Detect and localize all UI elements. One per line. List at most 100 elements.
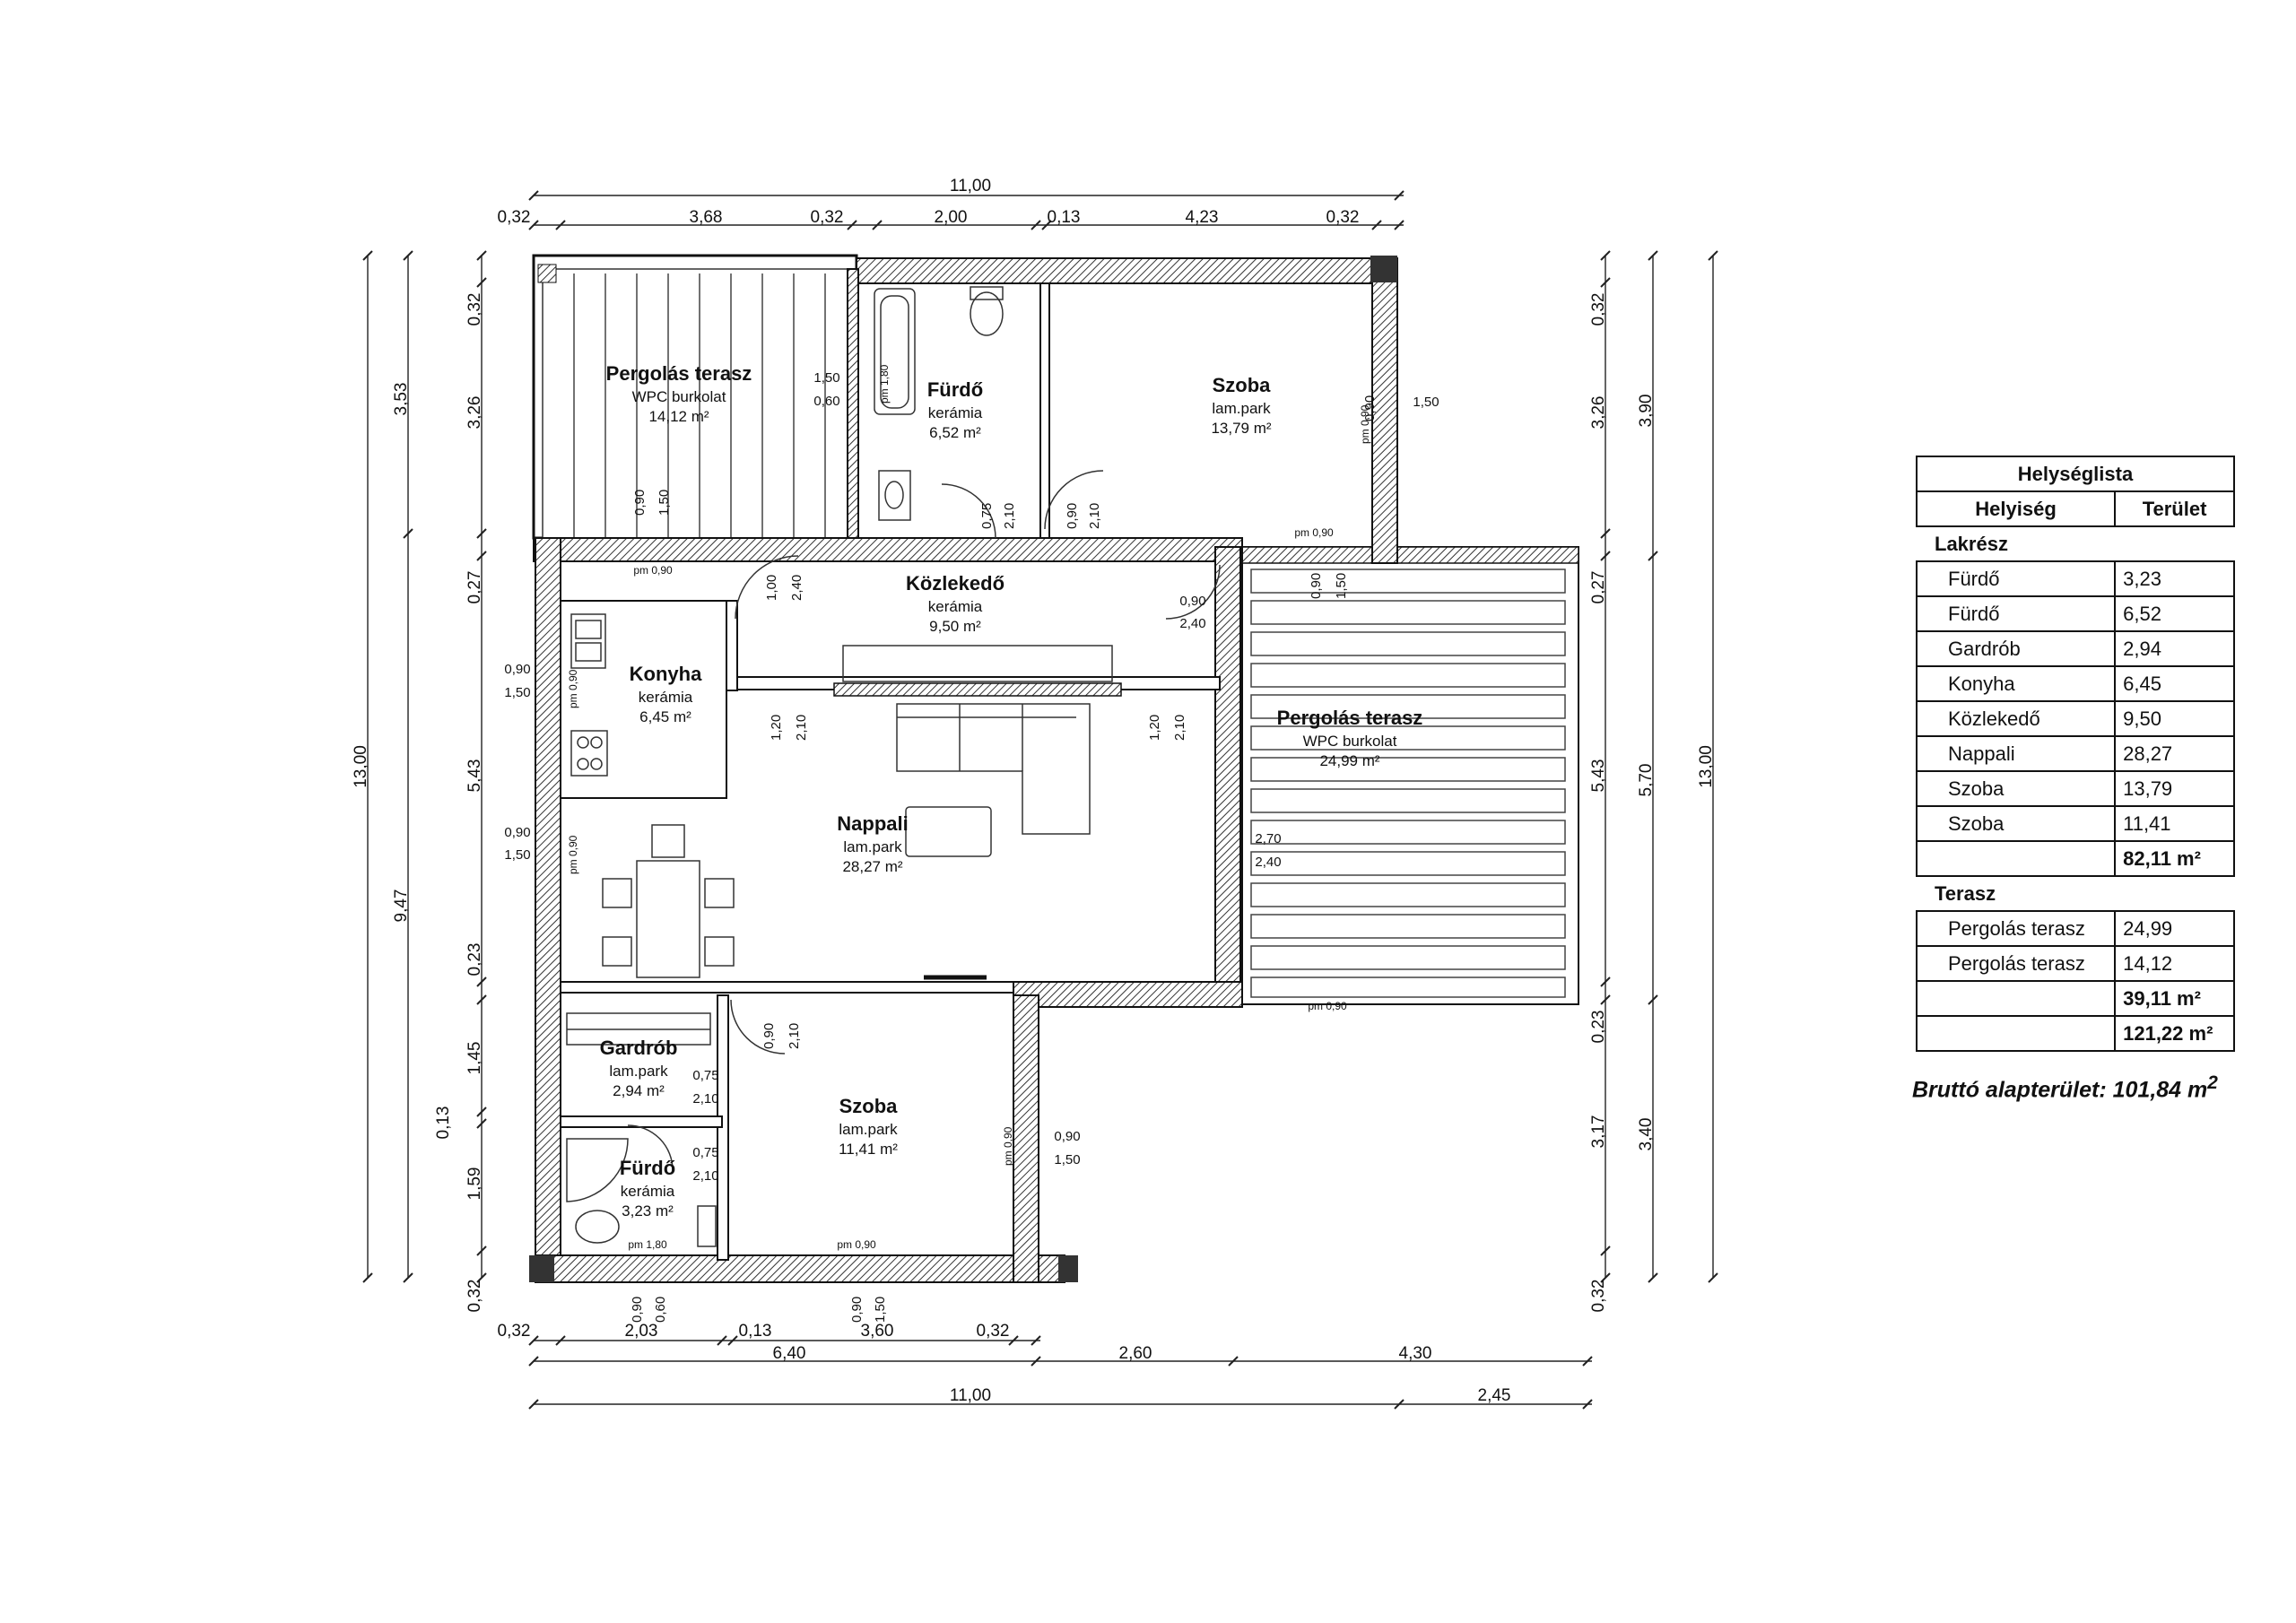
dim-right-mid: 3,40 xyxy=(1637,1118,1656,1151)
svg-text:kerámia: kerámia xyxy=(639,689,693,706)
svg-text:11,41 m²: 11,41 m² xyxy=(839,1141,898,1158)
opening-label: 2,40 xyxy=(1179,616,1205,631)
svg-text:WPC burkolat: WPC burkolat xyxy=(632,388,726,405)
sill-label: pm 0,90 xyxy=(1359,404,1371,444)
schedule-room-area: 14,12 xyxy=(2114,945,2235,982)
svg-text:Gardrób: Gardrób xyxy=(600,1037,678,1059)
opening-label: 2,40 xyxy=(789,575,804,601)
svg-text:Fürdő: Fürdő xyxy=(927,378,983,401)
opening-label: 2,10 xyxy=(1087,503,1102,529)
opening-label: 1,50 xyxy=(504,847,530,863)
opening-label: 1,00 xyxy=(764,575,779,601)
dining-table-icon xyxy=(636,860,700,978)
sofa-icon xyxy=(896,703,1091,835)
dimension-right: 0,32 3,26 0,27 5,43 0,23 3,17 0,32 3,90 … xyxy=(1589,250,1718,1312)
dim-right-outer: 13,00 xyxy=(1697,745,1716,788)
sill-label: pm 0,90 xyxy=(1294,526,1334,539)
schedule-room-area: 24,99 xyxy=(2114,910,2235,947)
svg-text:Konyha: Konyha xyxy=(630,663,702,685)
schedule-room-area: 2,94 xyxy=(2114,630,2235,667)
svg-text:28,27 m²: 28,27 m² xyxy=(842,858,902,875)
schedule-col-room: Helyiség xyxy=(1915,490,2117,527)
opening-label: 0,90 xyxy=(504,825,530,840)
svg-text:Szoba: Szoba xyxy=(1213,374,1272,396)
svg-text:lam.park: lam.park xyxy=(609,1063,668,1080)
schedule-room-area: 11,41 xyxy=(2114,805,2235,842)
opening-label: 2,10 xyxy=(692,1091,718,1107)
sill-label: pm 0,90 xyxy=(837,1238,876,1251)
schedule-room-name: Konyha xyxy=(1915,665,2117,702)
svg-text:lam.park: lam.park xyxy=(1212,400,1271,417)
dim-bottom-seg: 4,30 xyxy=(1399,1344,1432,1363)
svg-text:2,94 m²: 2,94 m² xyxy=(613,1082,665,1099)
schedule-section-row: Lakrész xyxy=(1917,525,2234,562)
superscript-two: 2 xyxy=(2207,1072,2218,1093)
svg-text:9,50 m²: 9,50 m² xyxy=(929,618,981,635)
svg-text:kerámia: kerámia xyxy=(928,598,983,615)
svg-text:Közlekedő: Közlekedő xyxy=(906,572,1004,595)
opening-label: 0,90 xyxy=(1054,1129,1080,1144)
dim-left-inner: 1,59 xyxy=(465,1167,484,1201)
room-label: Fürdő kerámia 6,52 m² xyxy=(927,378,983,441)
schedule-section-label: Lakrész xyxy=(1917,525,2234,562)
opening-label: 2,10 xyxy=(1172,715,1187,741)
room-label: Szoba lam.park 13,79 m² xyxy=(1211,374,1271,437)
opening-label: 0,75 xyxy=(692,1068,718,1083)
svg-text:Szoba: Szoba xyxy=(839,1095,899,1117)
svg-text:6,52 m²: 6,52 m² xyxy=(929,424,981,441)
dim-right-inner: 0,23 xyxy=(1589,1011,1608,1044)
schedule-room-name: Fürdő xyxy=(1915,595,2117,632)
dim-bottom-seg: 2,60 xyxy=(1119,1344,1152,1363)
schedule-title-row: Helységlista xyxy=(1916,456,2235,492)
schedule-title: Helységlista xyxy=(1916,456,2235,492)
schedule-subtotal-row: 82,11 m² xyxy=(1915,840,2235,877)
schedule-room-name: Közlekedő xyxy=(1915,700,2117,737)
room-label: Konyha kerámia 6,45 m² xyxy=(630,663,702,725)
schedule-room-name: Pergolás terasz xyxy=(1915,945,2117,982)
svg-text:24,99 m²: 24,99 m² xyxy=(1319,752,1379,769)
dim-right-inner: 5,43 xyxy=(1589,759,1608,793)
opening-label: 1,50 xyxy=(504,685,530,700)
svg-text:Pergolás terasz: Pergolás terasz xyxy=(1277,707,1423,729)
schedule-grand-total-row: 121,22 m² xyxy=(1915,1015,2235,1052)
tv-unit-icon xyxy=(842,645,1113,682)
opening-label: 1,50 xyxy=(1054,1152,1080,1167)
schedule-grand-total: 121,22 m² xyxy=(2114,1015,2235,1052)
opening-label: 0,90 xyxy=(1309,573,1324,599)
shower-icon xyxy=(566,1138,629,1202)
opening-label: 1,20 xyxy=(769,715,784,741)
sill-label: pm 1,80 xyxy=(628,1238,667,1251)
dim-bottom-seg: 0,32 xyxy=(498,1322,531,1341)
room-label: Gardrób lam.park 2,94 m² xyxy=(600,1037,678,1099)
schedule-header-row: Helyiség Terület xyxy=(1915,490,2235,527)
dim-top-seg: 0,32 xyxy=(811,208,844,227)
schedule-subtotal: 39,11 m² xyxy=(2114,980,2235,1017)
room-schedule-table: Helységlista Helyiség Terület Lakrész Fü… xyxy=(1915,456,2235,1052)
room-label: Fürdő kerámia 3,23 m² xyxy=(620,1157,675,1219)
opening-label: 1,50 xyxy=(1413,395,1439,410)
dim-bottom-seg: 0,32 xyxy=(977,1322,1010,1341)
dim-right-inner: 3,26 xyxy=(1589,396,1608,430)
svg-text:14,12 m²: 14,12 m² xyxy=(648,408,709,425)
room-label: Pergolás terasz WPC burkolat 14,12 m² xyxy=(606,362,752,425)
opening-label: 0,90 xyxy=(849,1297,865,1323)
dim-top-total: 11,00 xyxy=(950,177,991,195)
room-labels: Pergolás terasz WPC burkolat 14,12 m² Fü… xyxy=(600,362,1423,1219)
dim-left-outer: 13,00 xyxy=(352,745,370,788)
svg-text:3,23 m²: 3,23 m² xyxy=(622,1202,674,1219)
opening-label: 0,90 xyxy=(632,490,648,516)
building-walls xyxy=(529,256,1398,1283)
sink-icon xyxy=(878,470,911,521)
opening-label: 0,90 xyxy=(630,1297,645,1323)
schedule-subtotal: 82,11 m² xyxy=(2114,840,2235,877)
room-label: Közlekedő kerámia 9,50 m² xyxy=(906,572,1004,635)
opening-label: 1,50 xyxy=(813,370,839,386)
opening-label: 2,40 xyxy=(1255,855,1281,870)
